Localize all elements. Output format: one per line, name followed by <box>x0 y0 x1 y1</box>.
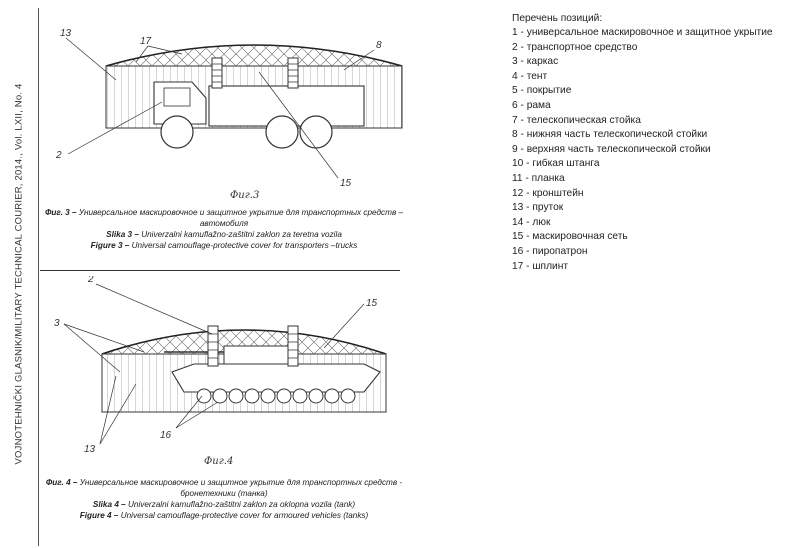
fig4-callout-15: 15 <box>366 298 378 309</box>
fig3-caption-ru: Фиг. 3 – Универсальное маскировочное и з… <box>44 208 404 228</box>
journal-spine: VOJNOTEHNIČKI GLASNIK/MILITARY TECHNICAL… <box>0 0 38 548</box>
legend-title: Перечень позиций: <box>512 13 603 24</box>
legend-item: 6 - рама <box>512 99 551 111</box>
legend-item: 9 - верхняя часть телескопической стойки <box>512 143 711 155</box>
legend-item: 13 - пруток <box>512 202 564 214</box>
legend-item: 5 - покрытие <box>512 85 572 97</box>
fig4-callout-3: 3 <box>54 318 60 329</box>
fig3-callout-17: 17 <box>140 36 152 47</box>
figure-4: 2 15 3 16 13 Фиг.4 Фиг. 4 – Универсально… <box>44 276 404 544</box>
legend-item: 1 - универсальное маскировочное и защитн… <box>512 27 773 38</box>
fig4-caption-en: Figure 4 – Universal camouflage-protecti… <box>79 511 369 520</box>
legend-item: 12 - кронштейн <box>512 187 584 199</box>
legend-item: 11 - планка <box>512 172 565 184</box>
legend-item: 14 - люк <box>512 216 551 228</box>
fig4-callout-16: 16 <box>160 430 172 441</box>
fig3-callout-8: 8 <box>376 40 382 51</box>
fig3-callout-15: 15 <box>340 178 352 189</box>
figure-4-drawing: 2 15 3 16 13 Фиг.4 <box>54 276 387 467</box>
figure-divider <box>40 270 400 271</box>
figure-3-caption: Фиг. 3 – Универсальное маскировочное и з… <box>44 207 404 251</box>
spine-rule <box>38 8 39 546</box>
fig4-caption-ru: Фиг. 4 – Универсальное маскировочное и з… <box>45 478 403 498</box>
legend-item: 3 - каркас <box>512 56 559 68</box>
parts-legend: Перечень позиций: 1 - универсальное маск… <box>512 12 797 274</box>
fig3-caption-en: Figure 3 – Universal camouflage-protecti… <box>90 241 358 250</box>
fig3-caption-sr: Slika 3 – Univerzalni kamuflažno-zaštitn… <box>106 230 342 239</box>
fig3-hand-label: Фиг.3 <box>230 190 259 201</box>
fig4-callout-13: 13 <box>84 444 96 455</box>
fig4-hand-label: Фиг.4 <box>204 456 233 467</box>
legend-item: 2 - транспортное средство <box>512 41 638 53</box>
legend-item: 10 - гибкая штанга <box>512 158 600 170</box>
fig3-callout-13: 13 <box>60 28 72 39</box>
figure-3-drawing: 13 17 8 2 15 Фиг.3 <box>55 28 403 201</box>
fig4-callout-2: 2 <box>87 276 94 285</box>
legend-item: 7 - телескопическая стойка <box>512 114 641 126</box>
journal-spine-text: VOJNOTEHNIČKI GLASNIK/MILITARY TECHNICAL… <box>13 83 25 465</box>
legend-item: 4 - тент <box>512 70 548 82</box>
fig3-callout-2: 2 <box>55 150 62 161</box>
figure-3: 13 17 8 2 15 Фиг.3 Фиг. 3 – Универсально… <box>44 6 404 268</box>
legend-item: 15 - маскировочная сеть <box>512 231 628 243</box>
fig4-caption-sr: Slika 4 – Univerzalni kamuflažno-zaštitn… <box>92 500 356 509</box>
figure-4-caption: Фиг. 4 – Универсальное маскировочное и з… <box>44 477 404 521</box>
legend-list: 1 - универсальное маскировочное и защитн… <box>512 26 797 274</box>
legend-item: 8 - нижняя часть телескопической стойки <box>512 129 708 141</box>
legend-item: 17 - шплинт <box>512 260 569 272</box>
legend-item: 16 - пиропатрон <box>512 245 588 257</box>
